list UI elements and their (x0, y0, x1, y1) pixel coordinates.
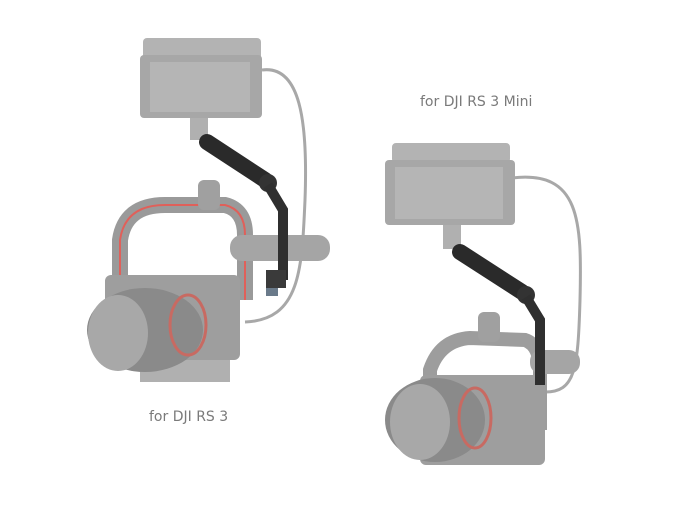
left-monitor (140, 38, 262, 118)
right-monitor-arm (443, 225, 545, 385)
rs3-mini-assembly (385, 143, 582, 465)
left-cable (244, 68, 308, 324)
label-dji-rs3: for DJI RS 3 (149, 409, 229, 425)
left-monitor-arm (190, 118, 288, 296)
right-camera (385, 375, 545, 465)
right-monitor (385, 143, 515, 225)
left-camera (87, 275, 240, 382)
right-cable (511, 175, 582, 394)
left-gimbal (112, 180, 330, 300)
rs3-assembly (87, 38, 330, 382)
label-dji-rs3-mini: for DJI RS 3 Mini (420, 94, 533, 110)
